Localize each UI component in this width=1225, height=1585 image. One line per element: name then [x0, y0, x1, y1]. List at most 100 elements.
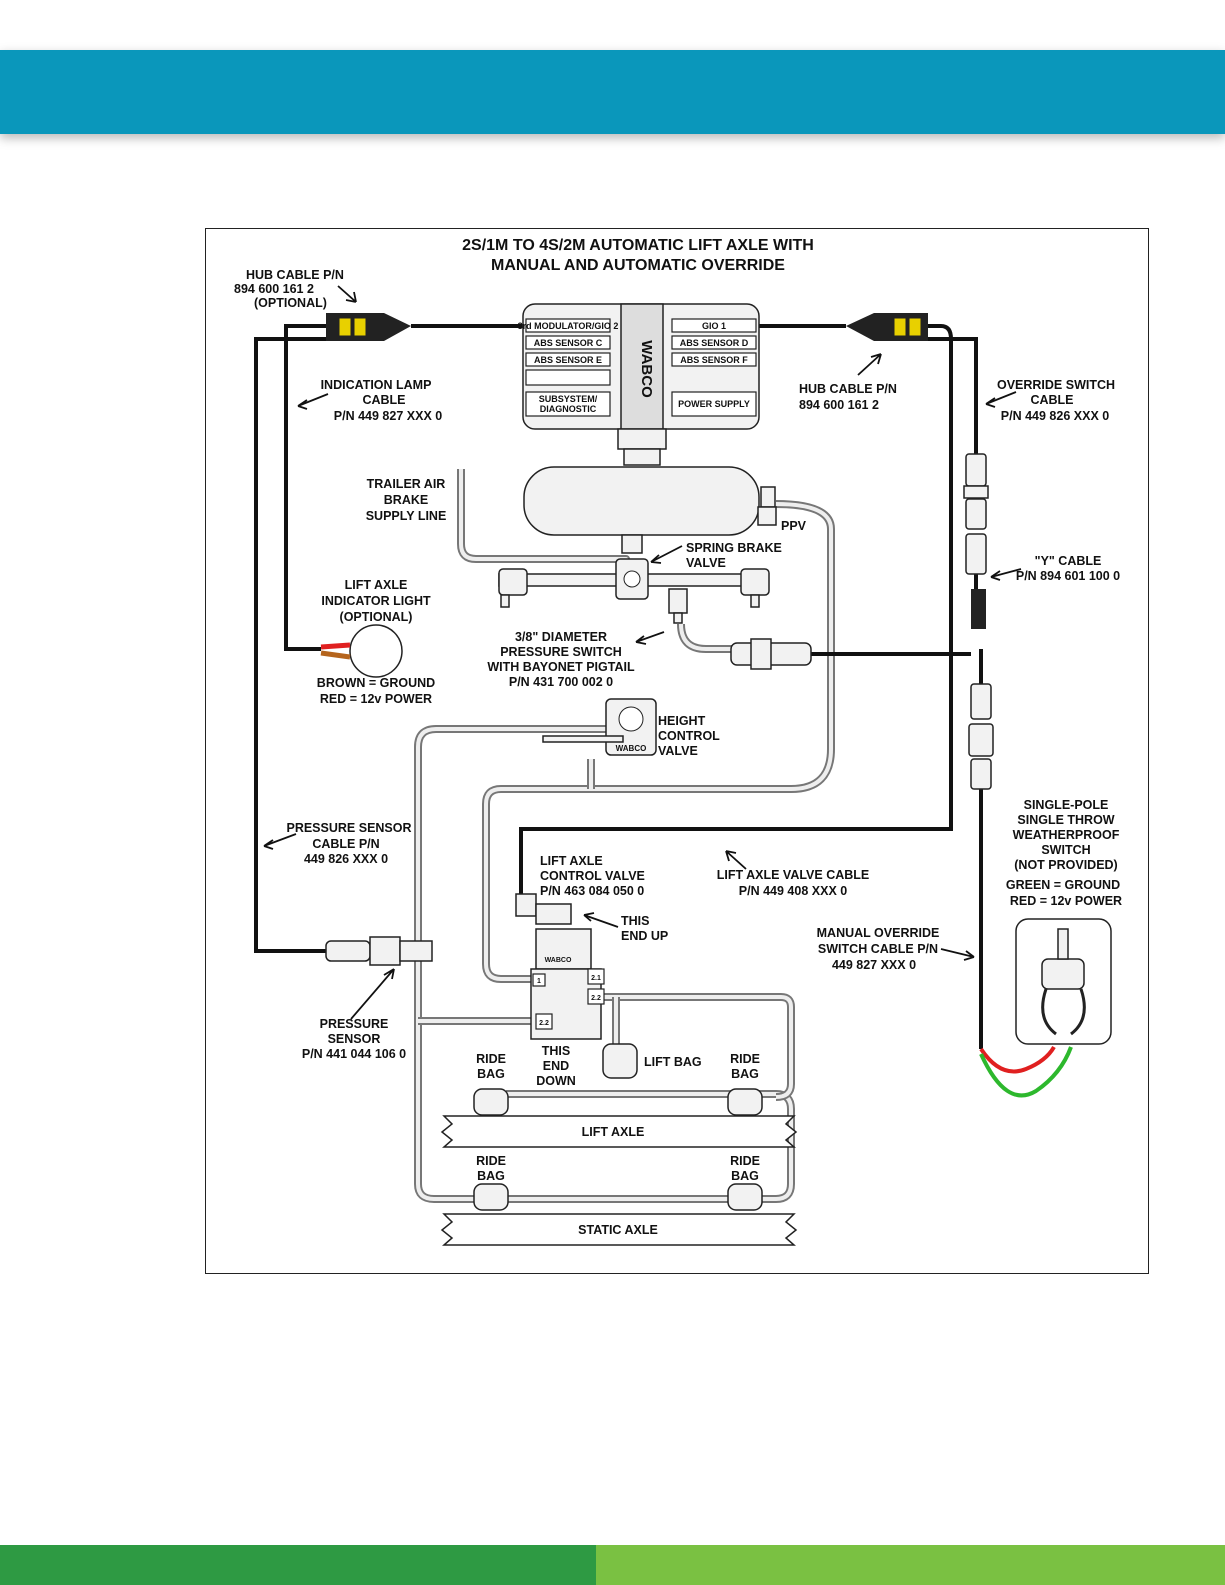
height-control-label-2: CONTROL [658, 729, 720, 743]
port-label-1: 1 [537, 978, 541, 985]
ecu-port-left-5: DIAGNOSTIC [540, 404, 597, 414]
y-cable-label-1: "Y" CABLE [1035, 554, 1102, 568]
ride-bag-label-4b: BAG [731, 1169, 759, 1183]
switch-label-4: SWITCH [1041, 843, 1090, 857]
pressure-sensor-label-3: P/N 441 044 106 0 [302, 1047, 406, 1061]
hub-left-label-3: (OPTIONAL) [254, 296, 327, 310]
indication-lamp-label-1: INDICATION LAMP [321, 378, 432, 392]
diagram-title-line2: MANUAL AND AUTOMATIC OVERRIDE [491, 257, 785, 274]
ecu-port-right-3: POWER SUPPLY [678, 399, 750, 409]
indicator-light-label-2: INDICATOR LIGHT [321, 594, 431, 608]
pressure-sensor-cable-label-1: PRESSURE SENSOR [286, 821, 411, 835]
this-end-up-label-2: END UP [621, 929, 668, 943]
brown-ground-label: BROWN = GROUND [317, 676, 435, 690]
ride-bag-label-1a: RIDE [476, 1052, 506, 1066]
pressure-sensor-label-1: PRESSURE [320, 1017, 389, 1031]
red-power-label: RED = 12v POWER [320, 692, 432, 706]
pressure-switch [668, 588, 812, 670]
diagram-title-line1: 2S/1M TO 4S/2M AUTOMATIC LIFT AXLE WITH [462, 237, 814, 254]
indication-lamp-label-2: CABLE [362, 393, 405, 407]
spring-brake-label-2: VALVE [686, 556, 726, 570]
ride-bags [473, 1088, 763, 1211]
pressure-sensor-label-2: SENSOR [328, 1032, 381, 1046]
axles [440, 1115, 798, 1246]
spring-brake-valve [498, 534, 770, 608]
pressure-sensor-cable-label-2: CABLE P/N [312, 837, 379, 851]
ecu-port-right-2: ABS SENSOR F [680, 355, 748, 365]
ecu-port-right-0: GIO 1 [702, 321, 726, 331]
height-control-valve: WABCO [542, 698, 657, 756]
lift-axle-label: LIFT AXLE [582, 1125, 645, 1139]
wiring-diagram: 2S/1M TO 4S/2M AUTOMATIC LIFT AXLE WITH … [205, 228, 1149, 1274]
indication-lamp-label-3: P/N 449 827 XXX 0 [334, 409, 442, 423]
ecu-port-right-1: ABS SENSOR D [680, 338, 749, 348]
diagram-svg: 2S/1M TO 4S/2M AUTOMATIC LIFT AXLE WITH … [234, 237, 1122, 1246]
this-end-down-label-3: DOWN [536, 1074, 576, 1088]
override-switch [979, 918, 1112, 1098]
lift-axle-control-label-1: LIFT AXLE [540, 854, 603, 868]
header-bar [0, 50, 1225, 134]
trailer-air-label-1: TRAILER AIR [367, 477, 446, 491]
air-hoses [414, 469, 835, 1203]
hub-right-label-1: HUB CABLE P/N [799, 382, 897, 396]
red-power-switch-label: RED = 12v POWER [1010, 894, 1122, 908]
footer-bar-right [596, 1545, 1225, 1585]
lift-bag [602, 1043, 638, 1079]
this-end-down-label-2: END [543, 1059, 569, 1073]
port-label-22a: 2.2 [591, 995, 601, 1002]
lift-bag-label: LIFT BAG [644, 1055, 702, 1069]
lift-axle-valve-cable-label-1: LIFT AXLE VALVE CABLE [717, 868, 870, 882]
ride-bag-label-3a: RIDE [476, 1154, 506, 1168]
ecu-port-left-1: ABS SENSOR C [534, 338, 603, 348]
this-end-up-label-1: THIS [621, 914, 649, 928]
footer-bar-left [0, 1545, 596, 1585]
pressure-switch-label-1: 3/8" DIAMETER [515, 630, 607, 644]
switch-label-5: (NOT PROVIDED) [1014, 858, 1117, 872]
pressure-sensor [325, 936, 433, 966]
hub-right-label-2: 894 600 161 2 [799, 398, 879, 412]
this-end-down-label-1: THIS [542, 1044, 570, 1058]
pressure-switch-label-4: P/N 431 700 002 0 [509, 675, 613, 689]
ride-bag-label-2a: RIDE [730, 1052, 760, 1066]
pressure-switch-label-2: PRESSURE SWITCH [500, 645, 622, 659]
ppv-label: PPV [781, 519, 807, 533]
spring-brake-label-1: SPRING BRAKE [686, 541, 782, 555]
lift-axle-control-label-3: P/N 463 084 050 0 [540, 884, 644, 898]
height-control-label-3: VALVE [658, 744, 698, 758]
static-axle-label: STATIC AXLE [578, 1223, 658, 1237]
ecu-brand: WABCO [638, 340, 655, 398]
hub-connector-left [326, 313, 411, 341]
ride-bag-label-2b: BAG [731, 1067, 759, 1081]
ecu-port-left-0: 3rd MODULATOR/GIO 2 [518, 321, 619, 331]
ride-bag-label-4a: RIDE [730, 1154, 760, 1168]
override-cable-label-2: CABLE [1030, 393, 1073, 407]
switch-label-1: SINGLE-POLE [1024, 798, 1109, 812]
port-label-21: 2.1 [591, 975, 601, 982]
pressure-switch-label-3: WITH BAYONET PIGTAIL [487, 660, 635, 674]
lift-axle-control-valve: WABCO 2.1 2.2 1 2.2 [515, 893, 605, 1040]
trailer-air-label-2: BRAKE [384, 493, 428, 507]
override-cable-label-1: OVERRIDE SWITCH [997, 378, 1115, 392]
switch-label-2: SINGLE THROW [1017, 813, 1114, 827]
ride-bag-label-3b: BAG [477, 1169, 505, 1183]
switch-label-3: WEATHERPROOF [1013, 828, 1120, 842]
port-label-22b: 2.2 [539, 1020, 549, 1027]
air-tank [523, 466, 777, 536]
manual-override-label-2: SWITCH CABLE P/N [818, 942, 938, 956]
indicator-light-label-3: (OPTIONAL) [340, 610, 413, 624]
pointer-arrows [263, 285, 1022, 1020]
ecu-module: WABCO 3rd MODULATOR/GIO 2 ABS SENSOR C A… [518, 303, 760, 466]
hub-connector-right [846, 313, 928, 341]
manual-override-label-3: 449 827 XXX 0 [832, 958, 916, 972]
override-cable-label-3: P/N 449 826 XXX 0 [1001, 409, 1109, 423]
indicator-light [320, 624, 403, 678]
y-cable-label-2: P/N 894 601 100 0 [1016, 569, 1120, 583]
lift-axle-control-label-2: CONTROL VALVE [540, 869, 645, 883]
hub-left-label-2: 894 600 161 2 [234, 282, 314, 296]
ecu-port-left-4: SUBSYSTEM/ [539, 394, 598, 404]
lift-axle-valve-cable-label-2: P/N 449 408 XXX 0 [739, 884, 847, 898]
height-control-label-1: HEIGHT [658, 714, 706, 728]
ecu-port-left-2: ABS SENSOR E [534, 355, 602, 365]
ride-bag-label-1b: BAG [477, 1067, 505, 1081]
hcv-brand: WABCO [616, 744, 647, 753]
